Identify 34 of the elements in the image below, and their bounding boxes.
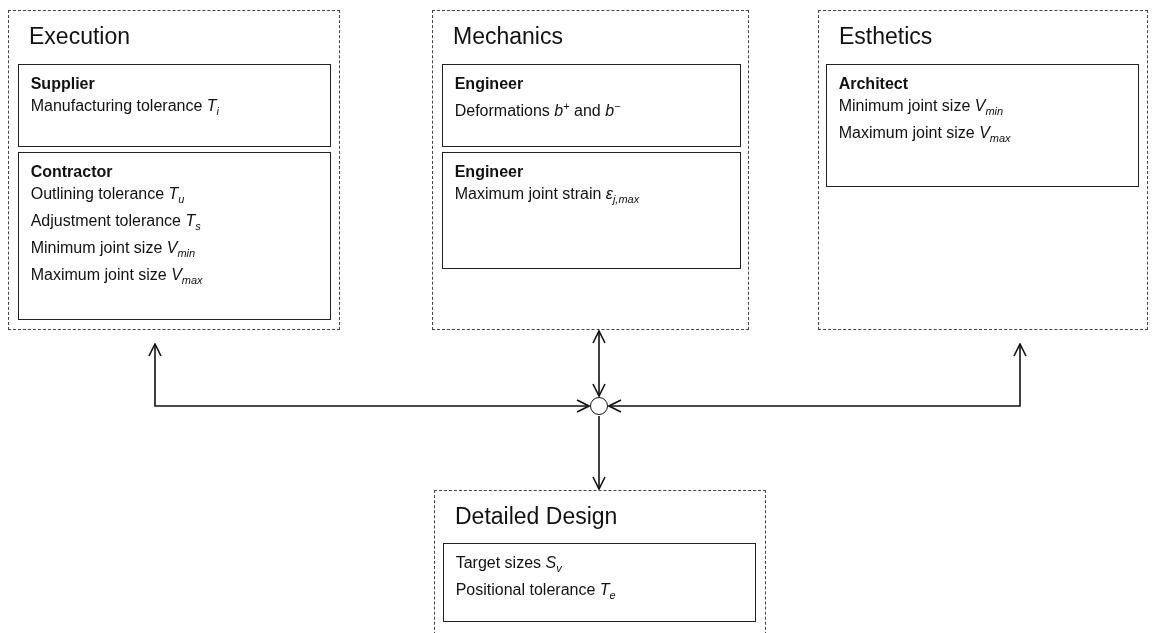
group-title: Mechanics (453, 23, 563, 50)
role-box (442, 542, 756, 622)
role-box (17, 151, 331, 320)
role-heading: Engineer (454, 161, 524, 182)
role-heading: Architect (838, 73, 909, 94)
role-heading: Engineer (454, 73, 524, 94)
role-box (17, 63, 331, 147)
role-box (441, 63, 741, 147)
group-title: Detailed Design (455, 503, 618, 530)
dashed-group-box (818, 10, 1148, 330)
arrow (592, 330, 606, 397)
parameter-text: Target sizes S$_{v}$ (455, 552, 562, 576)
dashed-group-box (8, 10, 340, 330)
arrow (608, 343, 1027, 413)
arrow (592, 415, 606, 490)
parameter-text: Deformations b$^{+}$ and b$^{−}$ (454, 98, 621, 121)
group-title: Esthetics (839, 23, 933, 50)
role-heading: Contractor (30, 161, 113, 182)
role-box (441, 151, 741, 269)
parameter-text: Outlining tolerance T$_{u}$ (30, 183, 185, 207)
parameter-text: Maximum joint strain ε$_{j,max}$ (454, 183, 640, 207)
role-heading: Supplier (30, 73, 95, 94)
parameter-text: Maximum joint size V$_{max}$ (838, 122, 1011, 147)
parameter-text: Manufacturing tolerance T$_{i}$ (30, 95, 220, 119)
parameter-text: Minimum joint size V$_{min}$ (30, 238, 196, 262)
role-box (825, 63, 1139, 187)
dashed-group-box (434, 490, 766, 633)
parameter-text: Positional tolerance T$_{e}$ (455, 579, 616, 604)
parameter-text: Adjustment tolerance T$_{s}$ (30, 210, 201, 235)
parameter-text: Maximum joint size V$_{max}$ (30, 265, 203, 289)
arrow (148, 343, 590, 413)
parameter-text: Minimum joint size V$_{min}$ (838, 95, 1004, 119)
group-title: Execution (29, 23, 130, 50)
dashed-group-box (432, 10, 749, 330)
